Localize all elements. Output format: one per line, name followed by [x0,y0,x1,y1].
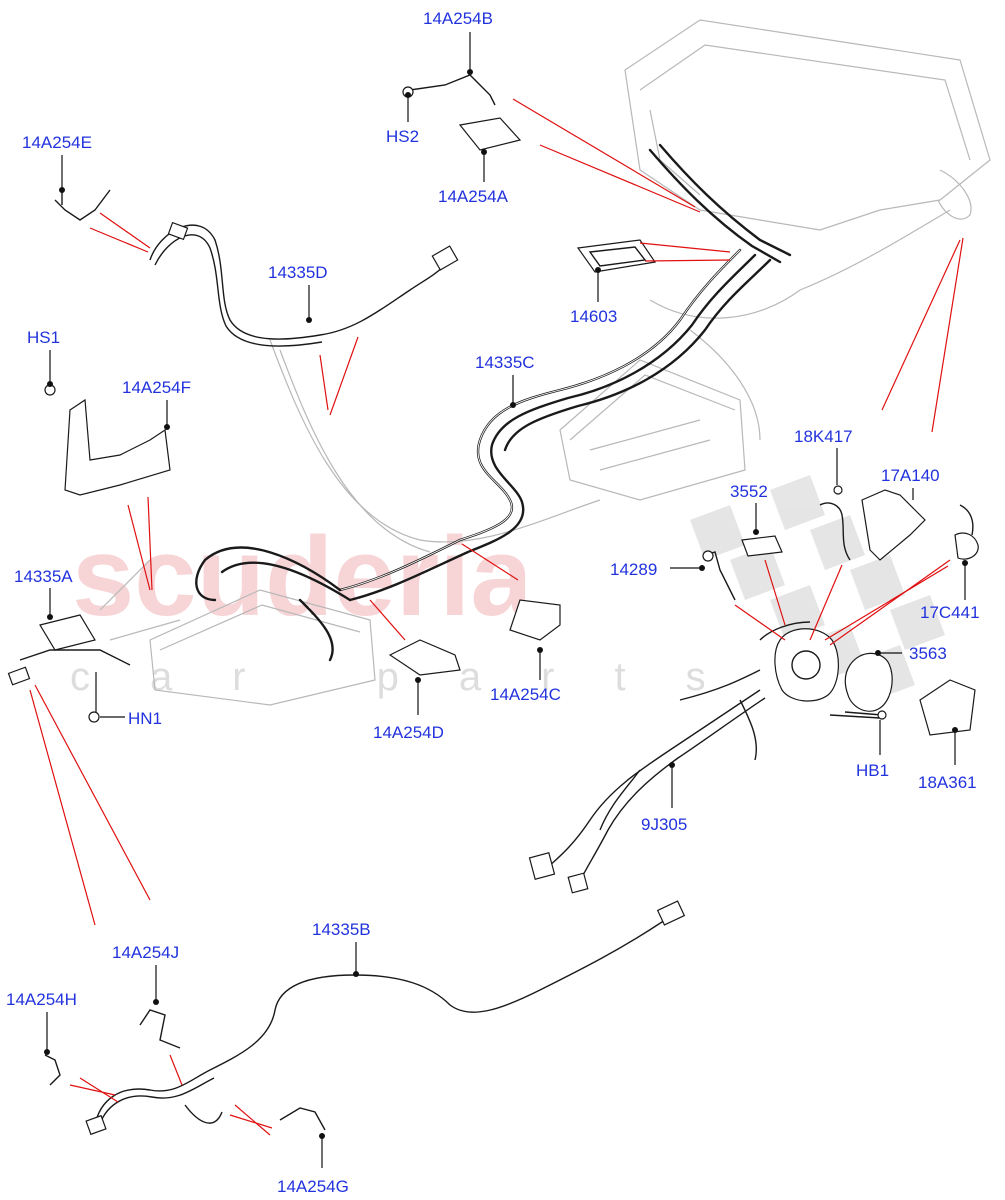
label-3552: 3552 [730,482,768,501]
label-14335A: 14335A [14,567,73,586]
watermark-main-text: scuderia [72,514,533,639]
label-HS1: HS1 [27,328,60,347]
label-14603: 14603 [570,307,617,326]
harness-14335C [195,143,792,662]
module-14335A [7,614,131,686]
bracket-14A254B [402,74,496,106]
label-17A140: 17A140 [881,466,940,485]
bracket-14A254C [509,599,561,641]
harness-14335D [149,221,459,347]
label-14A254C: 14A254C [490,685,561,704]
label-17C441: 17C441 [920,603,980,622]
label-18K417: 18K417 [794,427,853,446]
label-14A254F: 14A254F [122,378,191,397]
charge-port-assembly [759,621,893,719]
label-18A361: 18A361 [918,773,977,792]
bracket-17A140 [861,489,926,561]
bracket-14A254D [388,639,461,676]
sensor-14289 [702,550,736,601]
watermark-sub-text: car parts [70,655,766,699]
label-14A254B: 14A254B [423,9,493,28]
nut-HN1 [88,711,100,723]
label-14335D: 14335D [268,263,328,282]
label-14A254A: 14A254A [438,187,509,206]
label-14335B: 14335B [312,920,371,939]
label-HS2: HS2 [386,127,419,146]
bracket-14A254G [279,1107,326,1131]
bracket-14A254H [44,1054,61,1086]
clip-18K417 [819,485,851,561]
label-14335C: 14335C [475,353,535,372]
label-9J305: 9J305 [641,815,687,834]
label-3563: 3563 [909,644,947,663]
harness-14335B [85,900,686,1136]
leader-lines [29,98,964,1136]
bracket-14A254E [54,189,111,221]
label-pointers [44,32,968,1168]
label-14A254E: 14A254E [22,133,92,152]
label-14289: 14289 [610,560,657,579]
label-14A254D: 14A254D [373,723,444,742]
context-inverter-unit [559,359,746,501]
part-labels: 14A254B HS2 14A254A 14A254E 14335D 14603… [6,9,980,1196]
bolt-HB1 [844,710,887,720]
bracket-14A254J [139,1009,181,1049]
label-14A254H: 14A254H [6,990,77,1009]
actuator-3552 [741,535,783,557]
label-HN1: HN1 [128,709,162,728]
harness-9J305 [528,669,766,894]
label-14A254J: 14A254J [112,943,179,962]
bracket-14A254A [458,117,522,151]
label-14A254G: 14A254G [277,1177,349,1196]
cover-18A361 [919,679,976,736]
cap-17C441 [954,504,979,560]
bracket-14A254F [44,384,171,496]
seal-14603 [576,239,657,273]
label-HB1: HB1 [856,761,889,780]
